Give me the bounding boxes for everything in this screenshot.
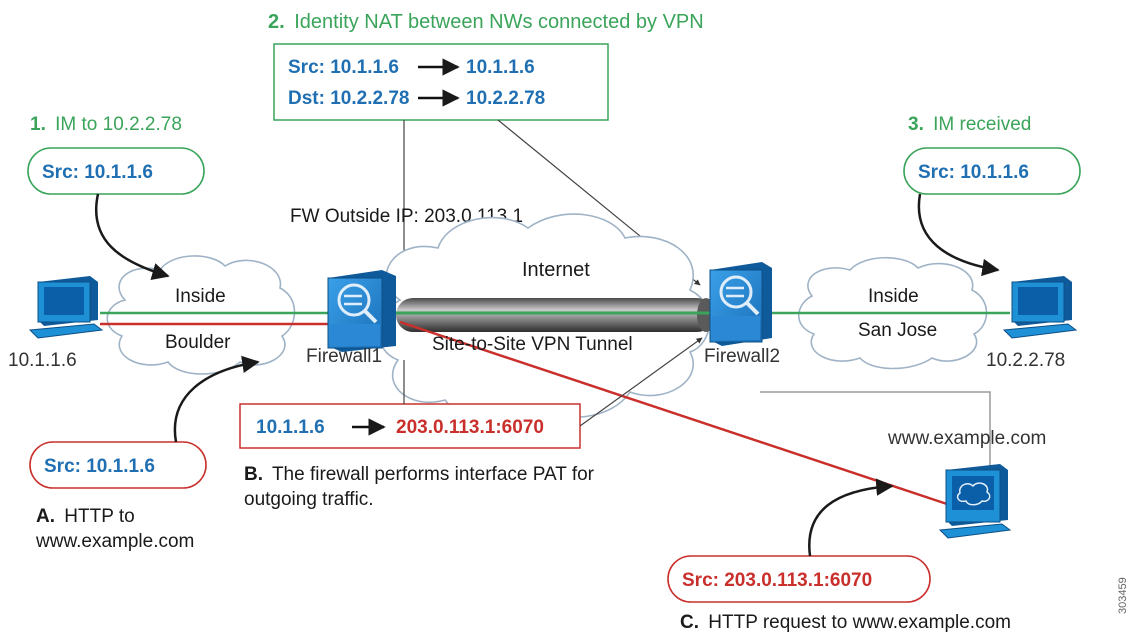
internet-label: Internet <box>522 259 590 281</box>
nat-dst-from: Dst: 10.2.2.78 <box>288 88 409 109</box>
host-left-computer-icon <box>28 276 104 339</box>
src-bubble-left-text: Src: 10.1.1.6 <box>42 162 153 183</box>
boulder-label: Boulder <box>165 332 231 353</box>
inside-right-label: Inside <box>868 286 919 307</box>
step-1-label: 1. IM to 10.2.2.78 <box>30 114 182 135</box>
flow-arrow-stepA <box>173 355 260 443</box>
src-bubble-left <box>27 147 205 195</box>
server-link <box>760 391 991 470</box>
fw-outside-ip-label: FW Outside IP: 203.0.113.1 <box>290 206 523 227</box>
flow-arrow-step1 <box>95 193 170 280</box>
tunnel-label: Site-to-Site VPN Tunnel <box>432 334 633 355</box>
pat-box <box>239 403 581 449</box>
step-a-line1: A. HTTP to <box>36 506 135 527</box>
host-right-ip: 10.2.2.78 <box>986 350 1065 371</box>
vpn-tunnel <box>396 298 714 332</box>
figure-id: 303459 <box>1117 577 1129 614</box>
host-left-ip: 10.1.1.6 <box>8 350 77 371</box>
pat-pointer-fw2 <box>579 337 703 427</box>
src-bubble-right <box>903 147 1081 195</box>
identity-nat-box <box>273 43 609 121</box>
step-c-label: C. HTTP request to www.example.com <box>680 612 1011 633</box>
firewall1-icon <box>327 270 396 352</box>
step-b-line1: B. The firewall performs interface PAT f… <box>244 464 595 485</box>
firewall1-label: Firewall1 <box>306 346 382 367</box>
flow-arrow-step3 <box>917 193 1000 277</box>
src-bubble-pat-text: Src: 203.0.113.1:6070 <box>682 570 872 591</box>
inside-left-label: Inside <box>175 286 226 307</box>
src-bubble-right-text: Src: 10.1.1.6 <box>918 162 1029 183</box>
step-a-line2: www.example.com <box>35 531 194 552</box>
server-name-label: www.example.com <box>887 428 1046 449</box>
src-bubble-http-text: Src: 10.1.1.6 <box>44 456 155 477</box>
firewall2-icon <box>709 262 772 346</box>
src-bubble-pat <box>667 555 931 603</box>
pat-from: 10.1.1.6 <box>256 417 325 438</box>
step-2-label: 2. Identity NAT between NWs connected by… <box>268 11 704 33</box>
step-3-label: 3. IM received <box>908 114 1031 135</box>
step-b-line2: outgoing traffic. <box>244 489 374 510</box>
red-link-to-server <box>399 320 951 507</box>
san-jose-label: San Jose <box>858 320 937 341</box>
web-server-icon <box>938 464 1012 539</box>
src-bubble-http <box>29 441 207 489</box>
pat-to: 203.0.113.1:6070 <box>396 417 544 438</box>
inside-boulder-cloud <box>106 255 296 375</box>
nat-dst-to: 10.2.2.78 <box>466 88 545 109</box>
flow-arrow-stepC <box>808 478 894 557</box>
firewall2-label: Firewall2 <box>704 346 780 367</box>
nat-src-to: 10.1.1.6 <box>466 57 535 78</box>
nat-src-from: Src: 10.1.1.6 <box>288 57 399 78</box>
host-right-computer-icon <box>1002 276 1078 339</box>
